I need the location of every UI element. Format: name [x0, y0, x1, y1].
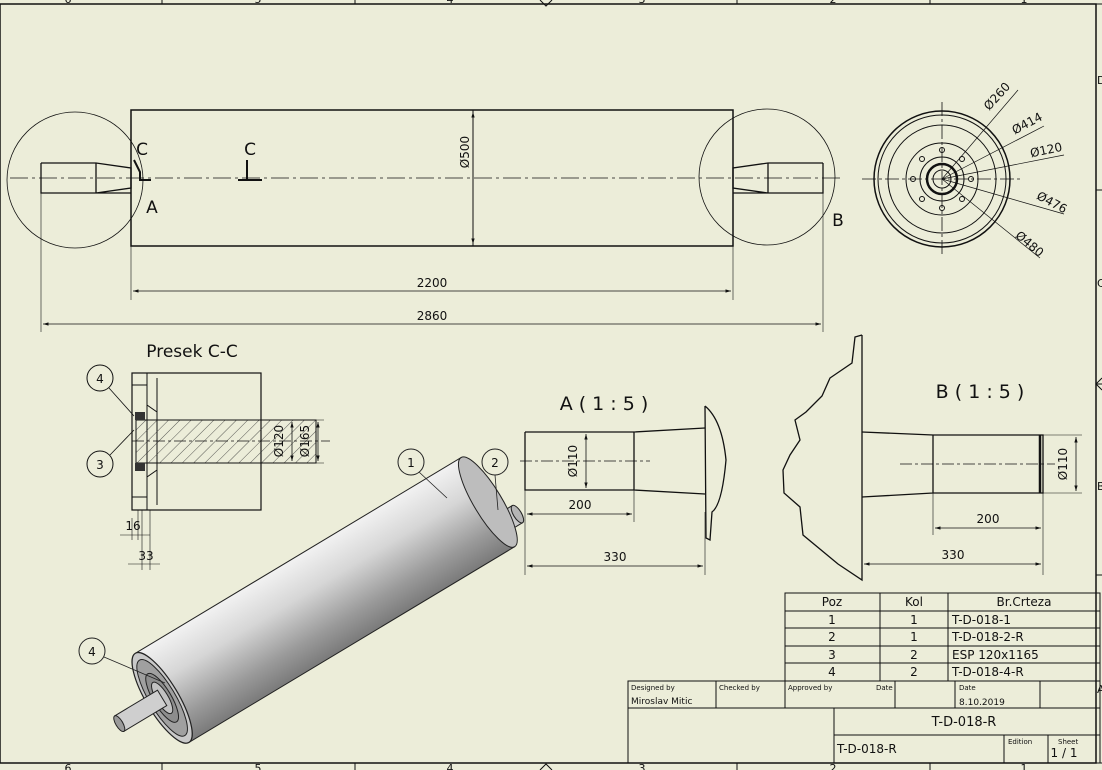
column-label: 5: [255, 762, 262, 770]
designed-by-value: Miroslav Mitic: [631, 697, 692, 707]
title-block: [627, 680, 1101, 764]
parts-cell: 3: [828, 648, 836, 662]
end-view: [862, 89, 1065, 259]
dim-d110-b: Ø110: [1056, 448, 1070, 480]
title-block-text: Designed by Miroslav Mitic Checked by Ap…: [631, 684, 1078, 760]
parts-cell: 2: [910, 665, 918, 679]
parts-cell: T-D-018-1: [951, 613, 1011, 627]
parts-cell: 1: [910, 613, 918, 627]
dim-d120: Ø120: [1029, 140, 1064, 160]
end-view-labels: Ø260 Ø414 Ø120 Ø476 Ø480: [981, 80, 1069, 260]
dim-200-a: 200: [569, 498, 592, 512]
column-label: 3: [639, 0, 646, 6]
sheet-label: Sheet: [1058, 738, 1078, 746]
main-view: [6, 108, 840, 332]
parts-cell: ESP 120x1165: [952, 648, 1039, 662]
dim-diameter-500: Ø500: [458, 136, 472, 168]
column-label: 6: [65, 0, 72, 6]
checked-by-label: Checked by: [719, 684, 760, 692]
dim-d165-section: Ø165: [298, 425, 312, 457]
parts-header-drawing: Br.Crteza: [997, 595, 1052, 609]
iso-view-labels: 1 2 4: [88, 456, 499, 659]
section-view: [86, 364, 330, 570]
dim-total-length: 2860: [417, 309, 448, 323]
detail-circle-a: [6, 111, 144, 249]
section-mark-right: C: [244, 140, 256, 160]
sheet-value: 1 / 1: [1051, 746, 1078, 760]
parts-header-poz: Poz: [822, 595, 842, 609]
designed-by-label: Designed by: [631, 684, 675, 692]
column-label: 5: [255, 0, 262, 6]
dim-body-length: 2200: [417, 276, 448, 290]
edition-label: Edition: [1008, 738, 1032, 746]
column-label: 2: [830, 0, 837, 6]
dim-330-b: 330: [942, 548, 965, 562]
column-label: 1: [1021, 0, 1028, 6]
parts-cell: T-D-018-4-R: [951, 665, 1024, 679]
dim-d110-a: Ø110: [566, 445, 580, 477]
date-label-2: Date: [959, 684, 976, 692]
column-label: 6: [65, 762, 72, 770]
dim-d120-section: Ø120: [272, 425, 286, 457]
main-view-labels: C C A B: [136, 140, 844, 231]
section-mark-left: C: [136, 140, 148, 160]
parts-list-text: Poz Kol Br.Crteza 1 1 T-D-018-1 2 1 T-D-…: [822, 595, 1052, 679]
date-value: 8.10.2019: [959, 698, 1005, 708]
detail-b-title: B ( 1 : 5 ): [936, 381, 1025, 403]
detail-a-view: [520, 405, 727, 575]
row-label: B: [1097, 480, 1102, 493]
parts-cell: 2: [910, 648, 918, 662]
detail-label-b: B: [832, 211, 844, 231]
dim-d476: Ø476: [1034, 189, 1069, 217]
column-label: 4: [447, 0, 454, 6]
section-line-cc: [133, 159, 262, 181]
balloon-2: 2: [491, 456, 499, 470]
dim-d480: Ø480: [1013, 228, 1047, 260]
column-label: 1: [1021, 762, 1028, 770]
border-column-labels-top: 6 5 4 3 2 1: [65, 0, 1028, 6]
parts-cell: T-D-018-2-R: [951, 630, 1024, 644]
detail-b-labels: Ø110 200 330: [942, 448, 1070, 562]
iso-view: [78, 448, 525, 744]
drawing-title: T-D-018-R: [931, 715, 997, 730]
dim-d414: Ø414: [1010, 110, 1045, 138]
date-label: Date: [876, 684, 893, 692]
column-label: 2: [830, 762, 837, 770]
detail-circle-b: [698, 108, 836, 246]
balloon-1: 1: [407, 456, 415, 470]
balloon-4-section: 4: [96, 372, 104, 386]
balloon-3-section: 3: [96, 458, 104, 472]
dim-d260: Ø260: [981, 80, 1013, 113]
parts-cell: 1: [910, 630, 918, 644]
dim-200-b: 200: [977, 512, 1000, 526]
dim-33: 33: [138, 549, 153, 563]
detail-b-view: [782, 334, 1082, 582]
parts-header-kol: Kol: [905, 595, 923, 609]
section-view-labels: 4 3 Ø120 Ø165 16 33: [96, 372, 312, 563]
parts-cell: 4: [828, 665, 836, 679]
row-label: C: [1097, 277, 1102, 290]
column-label: 4: [447, 762, 454, 770]
parts-cell: 1: [828, 613, 836, 627]
drawing-number: T-D-018-R: [836, 742, 897, 756]
detail-label-a: A: [146, 198, 158, 218]
balloon-4-iso: 4: [88, 645, 96, 659]
detail-a-title: A ( 1 : 5 ): [560, 393, 649, 415]
dim-16: 16: [125, 519, 140, 533]
section-title: Presek C-C: [146, 342, 237, 362]
column-label: 3: [639, 762, 646, 770]
approved-by-label: Approved by: [788, 684, 832, 692]
parts-cell: 2: [828, 630, 836, 644]
detail-a-labels: Ø110 200 330: [566, 445, 626, 564]
border-column-labels-bottom: 6 5 4 3 2 1: [65, 762, 1028, 770]
dim-330-a: 330: [604, 550, 627, 564]
row-label: D: [1097, 74, 1102, 87]
